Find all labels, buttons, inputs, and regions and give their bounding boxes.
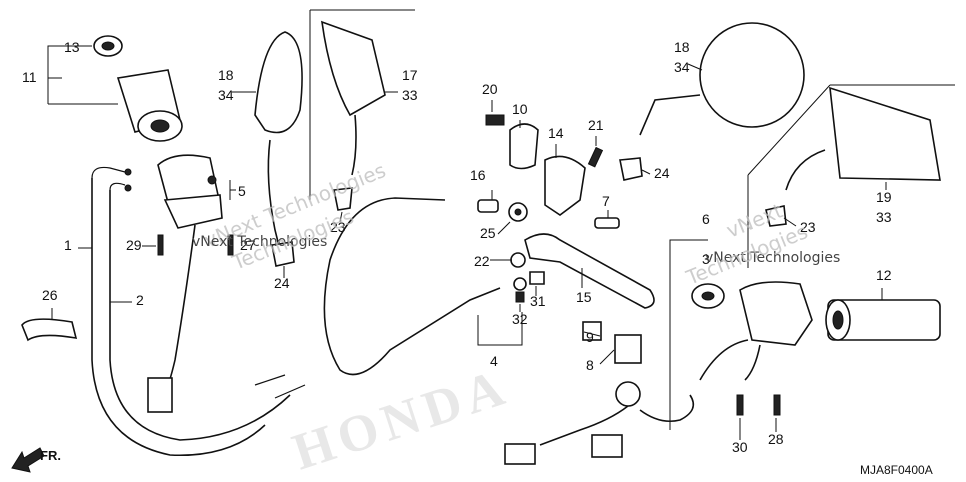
callout-6: 6	[702, 211, 710, 227]
part-8-relay	[614, 334, 642, 364]
watermark-5: vNext Technologies	[705, 250, 840, 266]
part-17-mirror	[321, 20, 386, 176]
callout-4: 4	[490, 353, 498, 369]
part-23-right	[765, 205, 787, 227]
part-21-screw	[587, 146, 604, 168]
screws-27-29	[157, 234, 234, 256]
part-25-nut	[508, 202, 528, 222]
callout-32: 32	[512, 311, 528, 327]
part-13-grip-collar	[93, 35, 123, 57]
part-3-sleeve	[691, 283, 725, 309]
parts-22-31-32	[510, 252, 545, 303]
callout-33-left: 33	[402, 87, 418, 103]
part-16-adjuster	[477, 199, 499, 213]
callout-8: 8	[586, 357, 594, 373]
logo-watermark: HONDA	[286, 358, 516, 481]
callout-2: 2	[136, 292, 144, 308]
callout-9: 9	[586, 329, 594, 345]
diagram-code: MJA8F0400A	[860, 463, 933, 477]
callout-11: 11	[22, 69, 37, 85]
callout-7: 7	[602, 193, 610, 209]
callout-3: 3	[702, 251, 710, 267]
callout-16: 16	[470, 167, 486, 183]
callout-28: 28	[768, 431, 784, 447]
part-5-switch-housing	[147, 154, 223, 413]
callout-20: 20	[482, 81, 498, 97]
callout-31: 31	[530, 293, 546, 309]
callout-10: 10	[512, 101, 528, 117]
watermark-2: vNext Technologies	[192, 234, 327, 250]
callout-leaders	[51, 45, 887, 440]
part-4-clutch-cable	[323, 197, 501, 376]
screws-28-30	[736, 394, 781, 416]
part-6-switch-housing	[699, 281, 813, 381]
part-23-left	[333, 187, 353, 211]
callout-22: 22	[474, 253, 490, 269]
part-26-band	[21, 318, 78, 342]
callout-5: 5	[238, 183, 246, 199]
part-7-switch	[594, 217, 620, 229]
callout-23-right: 23	[800, 219, 816, 235]
part-18-left-mirror	[254, 31, 303, 251]
callout-23-left: 23	[330, 219, 346, 235]
callout-29: 29	[126, 237, 142, 253]
part-20-bolt	[485, 114, 505, 126]
callout-30: 30	[732, 439, 748, 455]
callout-19: 19	[876, 189, 892, 205]
callout-24-right: 24	[654, 165, 670, 181]
callout-26: 26	[42, 287, 58, 303]
part-24-nut-right	[619, 157, 643, 181]
front-direction-arrow: FR.	[11, 447, 61, 473]
callout-18-right: 18	[674, 39, 690, 55]
callout-21: 21	[588, 117, 604, 133]
part-12-grip	[825, 299, 941, 341]
part-19-right-mirror	[785, 86, 941, 191]
direction-label: FR.	[40, 448, 61, 463]
callout-17: 17	[402, 67, 418, 83]
wiring-harness	[504, 381, 695, 465]
part-14-lever-bracket	[544, 155, 586, 216]
part-18-right-mirror	[639, 22, 805, 136]
callout-34-right: 34	[674, 59, 690, 75]
part-10-holder	[509, 123, 539, 170]
callout-labels: 13 11 18 34 17 33 5 1 29 27 24 23 26 2 2…	[22, 39, 892, 455]
callout-12: 12	[876, 267, 892, 283]
part-15-clutch-lever	[524, 233, 655, 309]
callout-18-left: 18	[218, 67, 234, 83]
callout-13: 13	[64, 39, 80, 55]
callout-14: 14	[548, 125, 564, 141]
callout-24-left: 24	[274, 275, 290, 291]
callout-34-left: 34	[218, 87, 234, 103]
throttle-cables	[91, 166, 306, 457]
callout-33-right: 33	[876, 209, 892, 225]
part-24-nut-left	[271, 241, 295, 267]
callout-1: 1	[64, 237, 72, 253]
callout-15: 15	[576, 289, 592, 305]
callout-25: 25	[480, 225, 496, 241]
callout-27: 27	[240, 237, 256, 253]
part-11-throttle-grip	[116, 69, 183, 142]
watermarks: vNext Technologies vNext Technologies Te…	[192, 158, 840, 290]
